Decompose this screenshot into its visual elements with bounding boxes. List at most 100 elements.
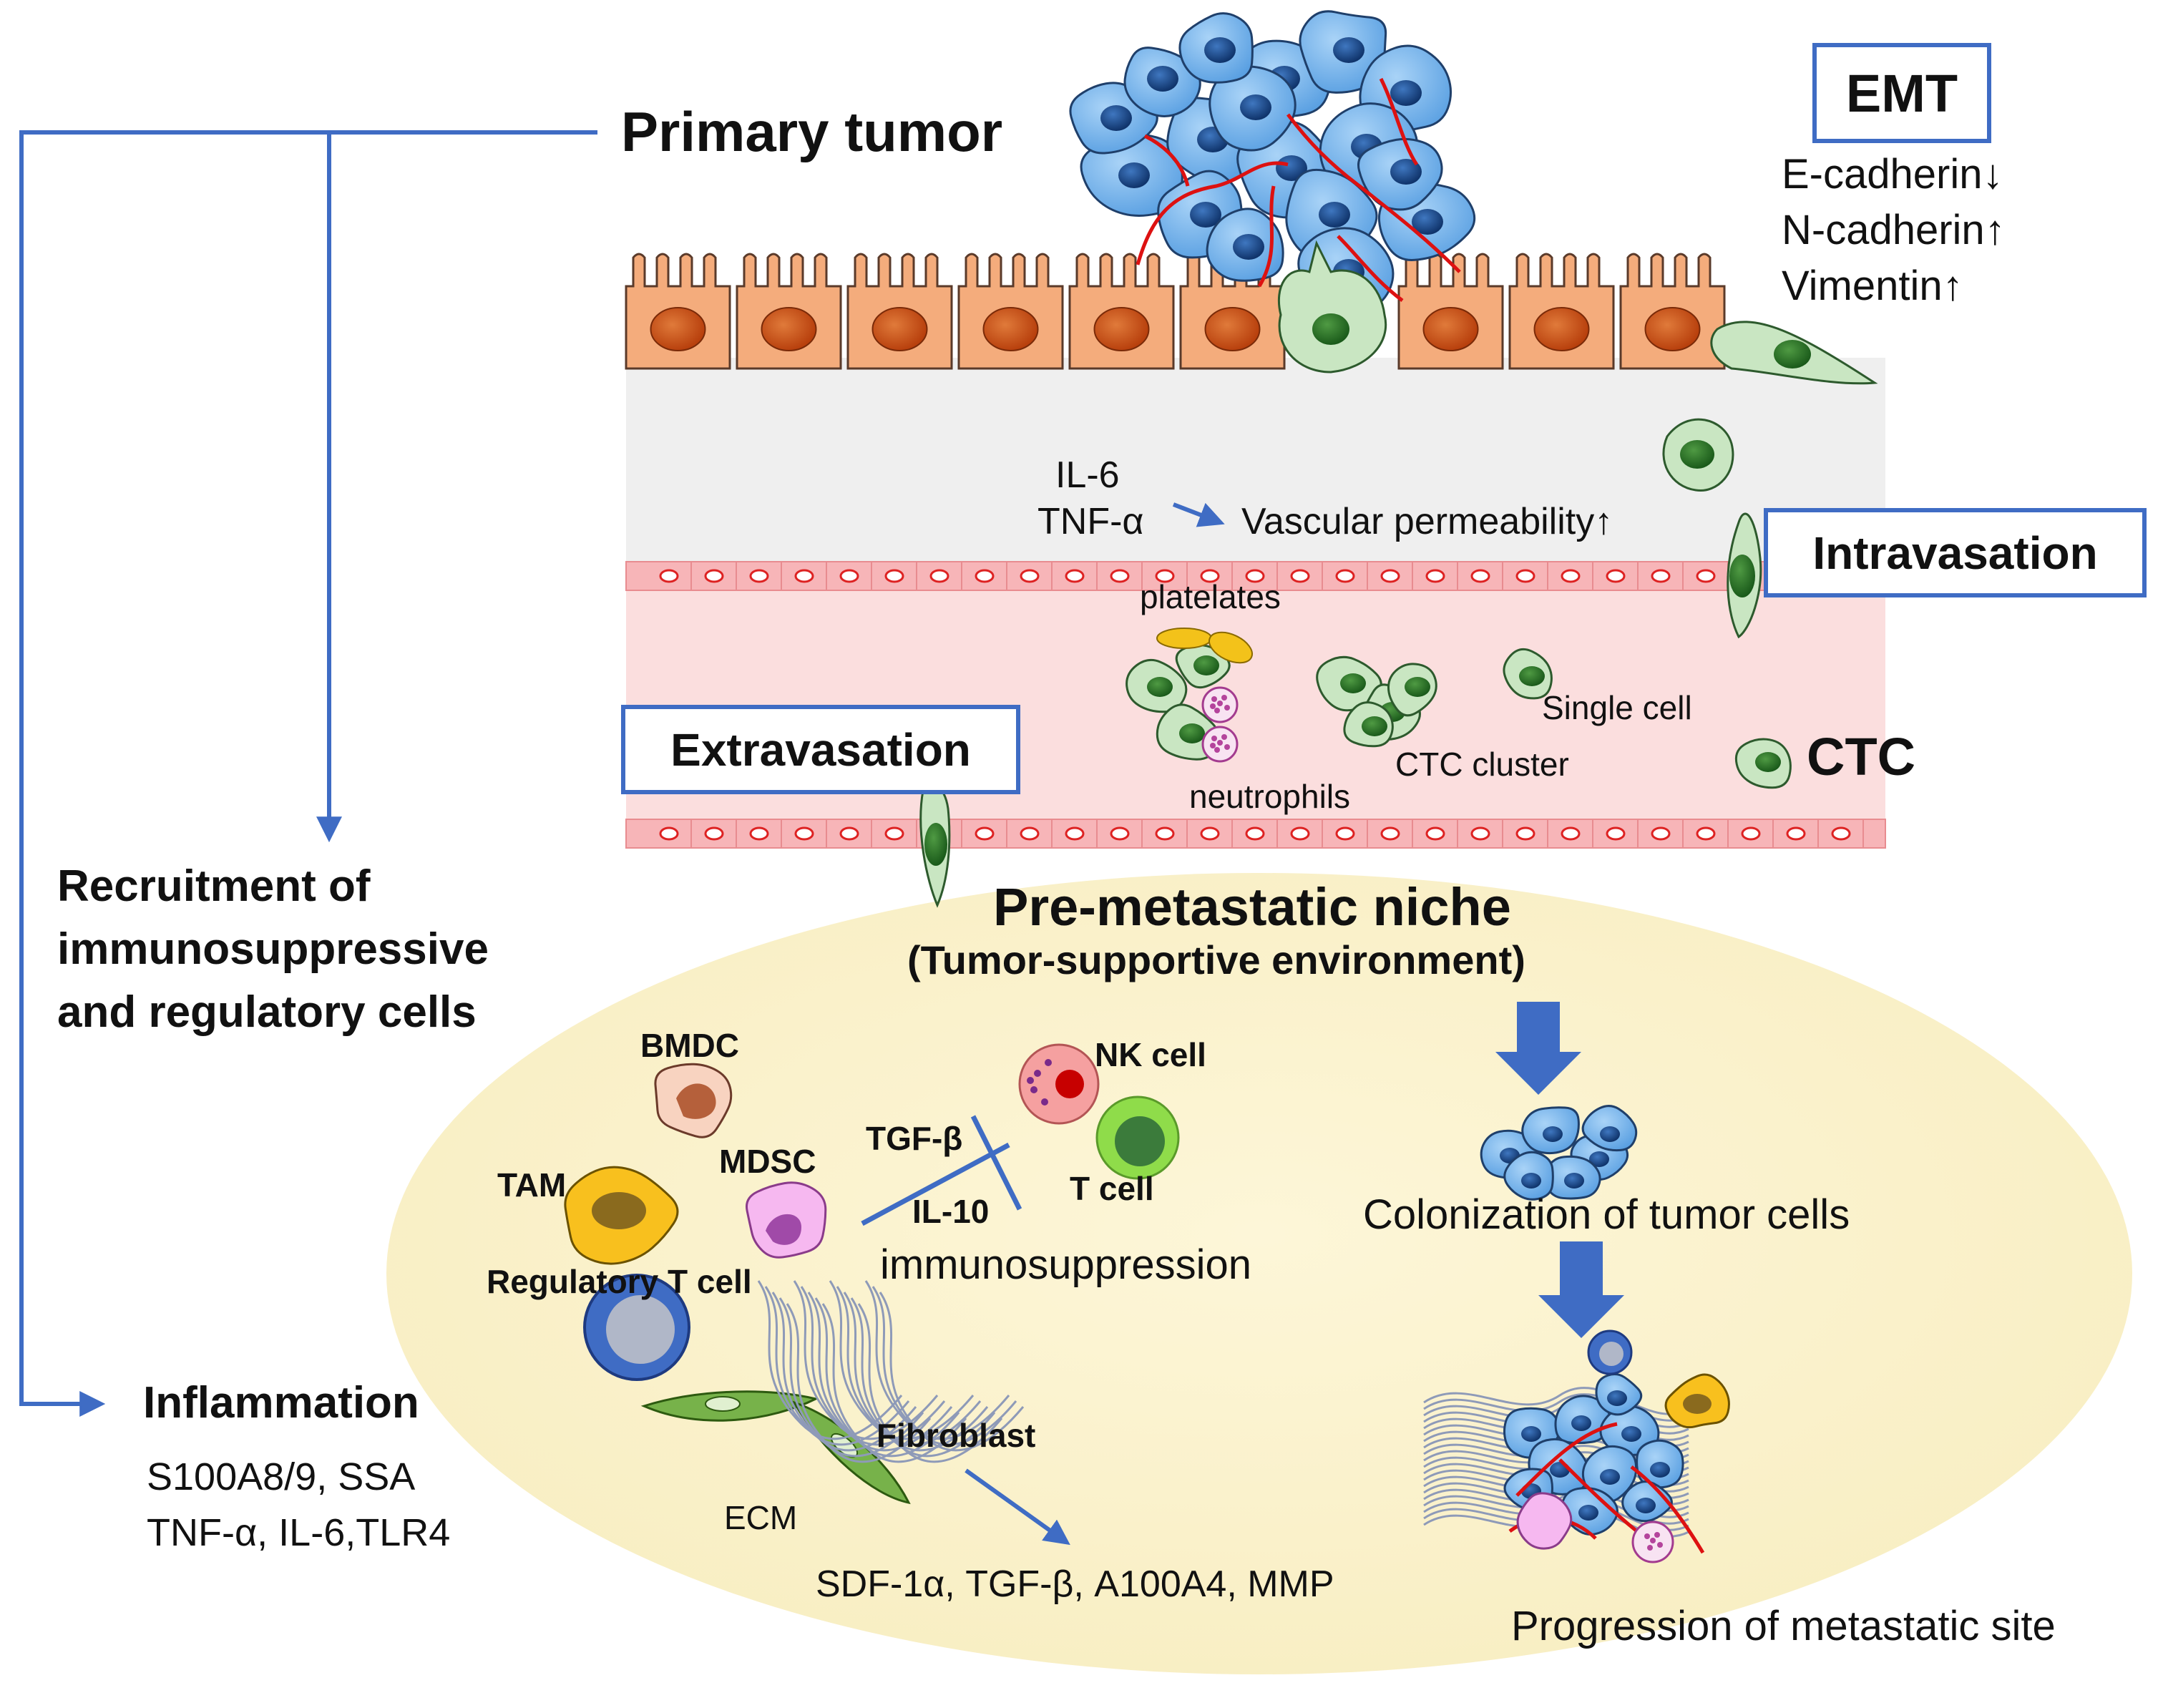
endothelial-nucleus: [1606, 826, 1626, 841]
primary-tumor-label: Primary tumor: [621, 100, 1003, 163]
metastatic-tumor-nucleus: [1621, 1426, 1641, 1442]
emt-marker-e-cadherin: E-cadherin↓: [1782, 151, 2003, 197]
ctc-cell-nucleus: [1519, 666, 1545, 686]
ctc-cell-body: [1277, 240, 1387, 374]
ecm-fiber: [757, 1280, 903, 1440]
endothelial-nucleus: [1515, 826, 1535, 841]
endothelial-nucleus: [704, 569, 724, 583]
ctc-cell-nucleus: [1405, 677, 1430, 697]
ctc-cell-nucleus: [1774, 340, 1811, 369]
neutrophil-granule: [1224, 744, 1230, 750]
colonizing-tumor-nucleus: [1543, 1126, 1563, 1142]
epithelial-nucleus: [650, 307, 706, 351]
neutrophil-granule: [1221, 695, 1227, 701]
endothelial-nucleus: [1065, 569, 1085, 583]
tumor-supportive-label: (Tumor-supportive environment): [907, 937, 1525, 982]
metastatic-neutrophil-granule: [1644, 1533, 1650, 1539]
endothelial-nucleus: [1470, 826, 1490, 841]
mdsc-nucleus: [766, 1214, 801, 1245]
epithelial-nucleus: [1422, 307, 1479, 351]
tnf-vessel-label: TNF-α: [1037, 501, 1144, 542]
endothelial-nucleus: [1831, 826, 1851, 841]
ctc-cell-nucleus: [1729, 555, 1755, 597]
endothelial-nucleus: [839, 569, 859, 583]
niche-cells: [564, 1043, 1180, 1505]
ecm-fiber: [864, 1280, 1010, 1440]
il10-label: IL-10: [912, 1193, 990, 1230]
neutrophil-granule: [1210, 743, 1216, 748]
nk-cell-label: NK cell: [1095, 1036, 1206, 1073]
ctc-cell-nucleus: [1340, 673, 1366, 693]
endothelial-nucleus: [794, 826, 814, 841]
metastatic-tam-nucleus: [1683, 1394, 1712, 1414]
metastatic-blood-vessel: [1630, 1465, 1705, 1554]
platelates-label: platelates: [1140, 578, 1281, 615]
endothelial-nucleus: [1065, 826, 1085, 841]
colonizing-tumor-nucleus: [1589, 1151, 1609, 1167]
tumor-blood-vessel: [1337, 235, 1404, 302]
tam-nucleus: [592, 1192, 646, 1229]
endothelial-nucleus: [1245, 826, 1265, 841]
tumor-blood-vessel: [1286, 113, 1461, 273]
tam-label: TAM: [497, 1166, 567, 1204]
endothelial-nucleus: [1335, 569, 1355, 583]
epithelial-nucleus: [1204, 307, 1261, 351]
emt-box: EMT: [1812, 43, 1991, 143]
endothelial-nucleus: [1200, 569, 1220, 583]
primary-tumor-mass: [1069, 10, 1476, 316]
inhibition-symbol: [861, 1115, 1022, 1226]
endothelial-nucleus: [1786, 826, 1806, 841]
bmdc-label: BMDC: [640, 1027, 739, 1064]
nk-granule: [1041, 1098, 1048, 1106]
tumor-nucleus: [1147, 66, 1178, 92]
neutrophils-label: neutrophils: [1189, 778, 1351, 815]
ecm-fiber: [807, 1292, 953, 1452]
endothelial-nucleus: [1425, 826, 1445, 841]
t-cell-nucleus: [1115, 1116, 1165, 1166]
inflammation-factors: S100A8/9, SSA TNF-α, IL-6,TLR4: [147, 1449, 450, 1561]
endothelial-nucleus: [1155, 826, 1175, 841]
niche-ellipse: [386, 873, 2132, 1674]
progression-arrows: [1495, 1002, 1624, 1338]
epithelial-layer: [625, 253, 1726, 370]
tumor-nucleus: [1333, 37, 1364, 63]
metastatic-tumor-nucleus: [1607, 1390, 1627, 1406]
colonization-label: Colonization of tumor cells: [1363, 1191, 1850, 1238]
nk-granule: [1034, 1070, 1041, 1077]
nk-granule: [1027, 1077, 1034, 1084]
endothelial-nucleus: [1380, 826, 1400, 841]
tumor-blood-vessel: [1136, 161, 1289, 265]
tumor-blood-vessel: [1257, 185, 1276, 288]
tumor-nucleus: [1319, 202, 1350, 228]
ecm-fiber: [821, 1303, 967, 1463]
metastatic-neutrophil-granule: [1657, 1542, 1663, 1548]
ecm-fiber: [879, 1292, 1025, 1452]
ctc-cell-nucleus: [1680, 440, 1714, 469]
emt-marker-vimentin: Vimentin↑: [1782, 263, 1963, 309]
metastatic-neutrophil-granule: [1654, 1532, 1660, 1538]
tumor-nucleus: [1390, 159, 1422, 185]
inflammation-factor-2: TNF-α, IL-6,TLR4: [147, 1511, 451, 1554]
metastatic-tumor-nucleus: [1578, 1505, 1598, 1521]
endothelial-nucleus: [1155, 569, 1175, 583]
progression-label: Progression of metastatic site: [1511, 1603, 2056, 1649]
endothelial-nucleus: [1020, 569, 1040, 583]
ecm-fiber: [836, 1286, 982, 1446]
neutrophil-granule: [1217, 740, 1223, 746]
ecm-fiber: [814, 1297, 960, 1458]
neutrophil-granule: [1211, 696, 1217, 702]
recruitment-line-3: and regulatory cells: [57, 987, 477, 1037]
endothelial-nucleus: [1020, 826, 1040, 841]
endothelial-nucleus: [1245, 569, 1265, 583]
il6-vessel-label: IL-6: [1055, 454, 1120, 496]
endothelial-nucleus: [1290, 569, 1310, 583]
endothelial-nucleus: [1696, 569, 1716, 583]
metastatic-tumor-nucleus: [1571, 1415, 1591, 1431]
endothelial-nucleus: [749, 569, 769, 583]
ecm-fiber: [771, 1292, 917, 1452]
recruitment-line-2: immunosuppressive: [57, 924, 489, 974]
endothelial-nucleus: [1110, 826, 1130, 841]
ecm-fiber: [800, 1286, 946, 1446]
neutrophil-granule: [1217, 701, 1223, 706]
neutrophil-granule: [1211, 736, 1217, 741]
